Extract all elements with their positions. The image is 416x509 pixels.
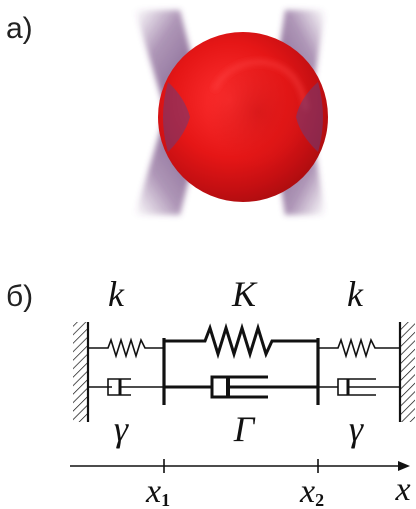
spring-left — [88, 337, 164, 359]
wall-left — [73, 322, 90, 422]
damper-left — [88, 378, 164, 396]
wall-right — [398, 322, 415, 422]
x2-label-base: x — [299, 473, 315, 509]
optical-trap-illustration — [135, 10, 328, 215]
damper-middle — [164, 375, 318, 399]
spring-right — [318, 337, 400, 359]
beam-overlap-left — [163, 82, 190, 152]
x2-label-subscript: 2 — [315, 490, 324, 509]
spring-middle — [164, 322, 318, 360]
damper-left-label: γ — [114, 409, 129, 449]
spring-middle-label: K — [231, 274, 258, 314]
x1-label: x1 — [145, 473, 170, 509]
sphere-dimple — [206, 56, 310, 168]
spring-left-label: k — [108, 274, 125, 314]
damper-middle-label: Γ — [233, 409, 256, 449]
x1-label-subscript: 1 — [161, 490, 170, 509]
panel-a-label: а) — [6, 12, 33, 45]
x2-label: x2 — [299, 473, 324, 509]
damper-right-label: γ — [349, 409, 364, 449]
x1-label-base: x — [145, 473, 161, 509]
x-axis — [70, 459, 410, 473]
sphere-dimple-rim — [211, 59, 309, 111]
panel-b-label: б) — [6, 280, 34, 313]
mechanical-model — [70, 322, 415, 473]
beam-overlap-right — [296, 82, 323, 152]
spring-right-label: k — [347, 274, 364, 314]
axis-name-label: x — [394, 471, 410, 508]
damper-right — [318, 378, 400, 396]
